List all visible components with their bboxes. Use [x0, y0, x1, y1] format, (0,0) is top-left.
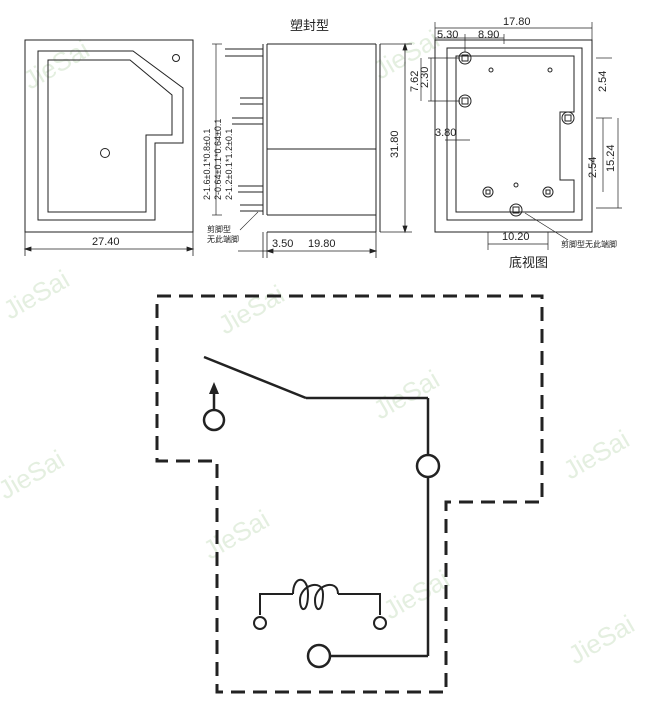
dim-side-width: 19.80 — [308, 238, 336, 250]
dim-bottom-top-b: 8.90 — [478, 29, 499, 41]
side-pin-dimension — [212, 43, 222, 216]
common-terminal-icon — [415, 453, 441, 479]
side-width-dimension — [238, 232, 378, 258]
note-leader — [239, 211, 259, 231]
pin-square-icon — [461, 97, 469, 105]
coil-icon — [292, 578, 339, 610]
note-cut-pin-right: 剪脚型无此端脚 — [561, 239, 617, 249]
watermark: JieSai — [368, 24, 444, 85]
dim-pin-3: 2-1.2±0.1*1.2±0.1 — [224, 129, 234, 200]
top-view-frame — [24, 39, 194, 233]
pin-hole-icon — [458, 94, 472, 108]
pin-square-icon — [564, 114, 572, 122]
pin-square-icon — [545, 189, 551, 195]
open-contact — [202, 382, 226, 432]
pin-hole-icon — [542, 186, 554, 198]
pin-square-icon — [512, 206, 520, 214]
dim-bottom-left-c: 3.80 — [435, 127, 456, 139]
bottom-terminal-icon — [306, 643, 332, 669]
watermark: JieSai — [368, 364, 444, 425]
dim-pin-2: 2-0.64±0.1*0.64±0.1 — [213, 119, 223, 200]
watermarks: JieSai JieSai JieSai JieSai JieSai JieSa… — [0, 24, 639, 670]
top-view-outer-profile — [37, 50, 184, 221]
pin-hole-icon — [458, 51, 472, 65]
bottom-view-outline — [434, 39, 593, 233]
bottom-view-holes — [458, 51, 575, 217]
dim-pin-1: 2-1.6±0.1*0.8±0.1 — [202, 129, 212, 200]
watermark: JieSai — [378, 564, 454, 625]
contact-switch — [203, 355, 441, 669]
watermark: JieSai — [18, 34, 94, 95]
dim-bottom-width: 10.20 — [502, 231, 530, 243]
watermark: JieSai — [558, 424, 634, 485]
pin-square-icon — [485, 189, 491, 195]
center-mark-icon — [100, 148, 110, 158]
dim-bottom-top-c: 17.80 — [503, 16, 531, 28]
dim-bottom-right-b: 2.54 — [587, 157, 599, 178]
schematic-boundary — [155, 294, 544, 694]
dim-side-offset: 3.50 — [272, 238, 293, 250]
coil-terminal-left-icon — [253, 616, 267, 630]
coil-terminal-right-icon — [373, 616, 387, 630]
dim-bottom-right-a: 2.54 — [597, 71, 609, 92]
mark-icon — [513, 182, 519, 188]
dim-bottom-top-a: 5.30 — [437, 29, 458, 41]
mark-icon — [488, 67, 494, 73]
bottom-view-profile — [455, 55, 575, 213]
pin-hole-icon — [561, 111, 575, 125]
side-height-dimension — [380, 42, 412, 234]
arrow-up-icon — [209, 382, 219, 394]
dim-bottom-right-c: 15.24 — [605, 144, 617, 172]
watermark: JieSai — [563, 609, 639, 670]
watermark: JieSai — [0, 444, 69, 505]
top-view-outline — [24, 39, 194, 233]
mounting-hole-icon — [172, 54, 180, 62]
watermark: JieSai — [0, 264, 74, 325]
dim-left-width: 27.40 — [92, 236, 120, 248]
pin-hole-icon — [482, 186, 494, 198]
left-width-dimension — [23, 232, 195, 256]
mark-icon — [547, 67, 553, 73]
pin-square-icon — [461, 54, 469, 62]
note-cut-pin-left-2: 无此端脚 — [207, 234, 239, 244]
side-view-body — [262, 43, 381, 233]
dim-bottom-left-a: 7.62 — [409, 71, 421, 92]
title-plastic: 塑封型 — [290, 18, 329, 33]
top-view-inner-profile — [47, 59, 173, 213]
dim-bottom-left-b: 2.30 — [419, 67, 431, 88]
dim-side-height: 31.80 — [389, 130, 401, 158]
pin-hole-icon — [509, 203, 523, 217]
watermark: JieSai — [213, 279, 289, 340]
bottom-view-inner — [446, 47, 583, 221]
nc-terminal-icon — [202, 408, 226, 432]
relay-coil — [253, 578, 387, 630]
coil-lead-right — [338, 593, 381, 615]
bottom-dimension-lines — [420, 22, 622, 250]
title-bottom-view: 底视图 — [509, 255, 548, 270]
side-view-pins — [225, 48, 263, 212]
note-cut-pin-left-1: 剪脚型 — [207, 224, 231, 234]
coil-lead-left — [259, 593, 293, 615]
switch-arm — [203, 355, 307, 400]
bottom-view-frame — [434, 39, 593, 233]
watermark: JieSai — [198, 504, 274, 565]
